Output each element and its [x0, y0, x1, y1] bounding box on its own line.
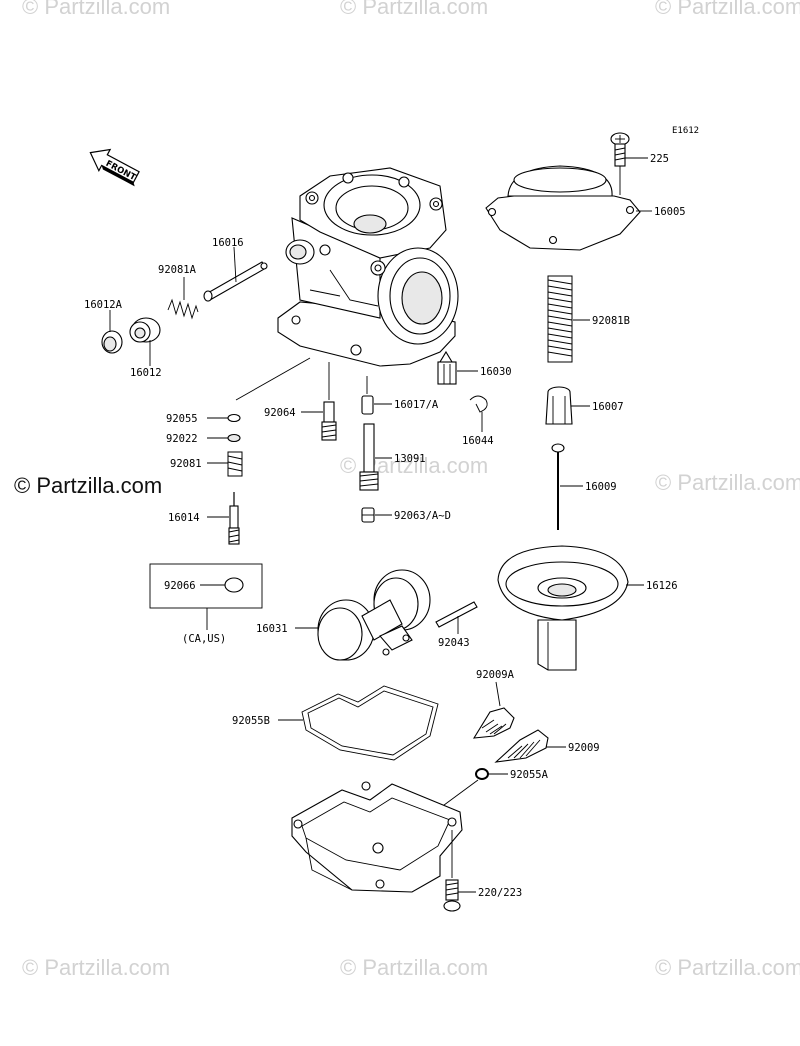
watermark: © Partzilla.com	[340, 0, 488, 19]
watermark-strong: © Partzilla.com	[14, 473, 162, 498]
callout-92009: 92009	[568, 742, 600, 754]
callout-16014: 16014	[168, 512, 200, 524]
clip-16044	[469, 395, 488, 413]
spring-92081	[227, 451, 243, 477]
callout-16031: 16031	[256, 623, 288, 635]
washer-92055	[227, 413, 241, 423]
oring-92055a	[475, 768, 489, 780]
callout-92081b: 92081B	[592, 315, 630, 327]
pilot-screw-16014	[228, 492, 240, 545]
needle-holder-16007	[545, 386, 573, 425]
watermark: © Partzilla.com	[22, 0, 170, 19]
callout-16007: 16007	[592, 401, 624, 413]
callout-92081a: 92081A	[158, 264, 197, 276]
callout-92066: 92066	[164, 580, 196, 592]
callout-16005: 16005	[654, 206, 686, 218]
cap-16012	[129, 317, 161, 343]
jet-tube-13091	[359, 423, 379, 491]
cap-16012a	[101, 330, 123, 354]
callout-92064: 92064	[264, 407, 296, 419]
callout-92055b: 92055B	[232, 715, 270, 727]
callout-92063: 92063/A~D	[394, 510, 451, 522]
callout-92055: 92055	[166, 413, 198, 425]
float-valve-16030	[437, 350, 457, 385]
callout-92081: 92081	[170, 458, 202, 470]
callout-92043: 92043	[438, 637, 470, 649]
gasket-92055b	[301, 685, 439, 761]
watermark: © Partzilla.com	[655, 470, 800, 495]
note-box-92066	[149, 563, 263, 630]
screw-225	[610, 132, 630, 167]
callout-92055a: 92055A	[510, 769, 549, 781]
main-jet-92063	[361, 507, 375, 523]
callout-16126: 16126	[646, 580, 678, 592]
figure-code: E1612	[672, 126, 699, 136]
float-bowl	[291, 781, 463, 893]
callout-16009: 16009	[585, 481, 617, 493]
callout-16016: 16016	[212, 237, 244, 249]
screw-92009	[494, 729, 549, 763]
main-jet-holder-92064	[321, 362, 337, 441]
callout-92009a: 92009A	[476, 669, 515, 681]
needle-jet-16017	[361, 376, 374, 415]
jet-needle-16009	[551, 443, 565, 530]
callout-16012a: 16012A	[84, 299, 123, 311]
callout-16017a: 16017/A	[394, 399, 439, 411]
region-note: (CA,US)	[182, 633, 226, 645]
watermark: © Partzilla.com	[22, 955, 170, 980]
watermark: © Partzilla.com	[340, 955, 488, 980]
spring-92081b	[547, 275, 573, 363]
float-pin-92043	[435, 601, 478, 628]
callout-92022: 92022	[166, 433, 198, 445]
front-arrow-icon: FRONT	[89, 148, 140, 187]
bolt-220-223	[443, 830, 461, 912]
top-cover-16005	[485, 165, 641, 251]
callout-225: 225	[650, 153, 669, 165]
callout-13091: 13091	[394, 453, 426, 465]
float-16031	[317, 569, 431, 661]
screw-92009a	[472, 707, 515, 739]
watermark: © Partzilla.com	[655, 0, 800, 19]
diaphragm-16126	[497, 545, 629, 671]
callout-220-223: 220/223	[478, 887, 522, 899]
spring-92081a	[167, 298, 199, 320]
washer-92022	[227, 433, 241, 443]
callout-16044: 16044	[462, 435, 494, 447]
callout-16030: 16030	[480, 366, 512, 378]
watermark: © Partzilla.com	[655, 955, 800, 980]
carburetor-body	[277, 167, 459, 367]
callout-16012: 16012	[130, 367, 162, 379]
